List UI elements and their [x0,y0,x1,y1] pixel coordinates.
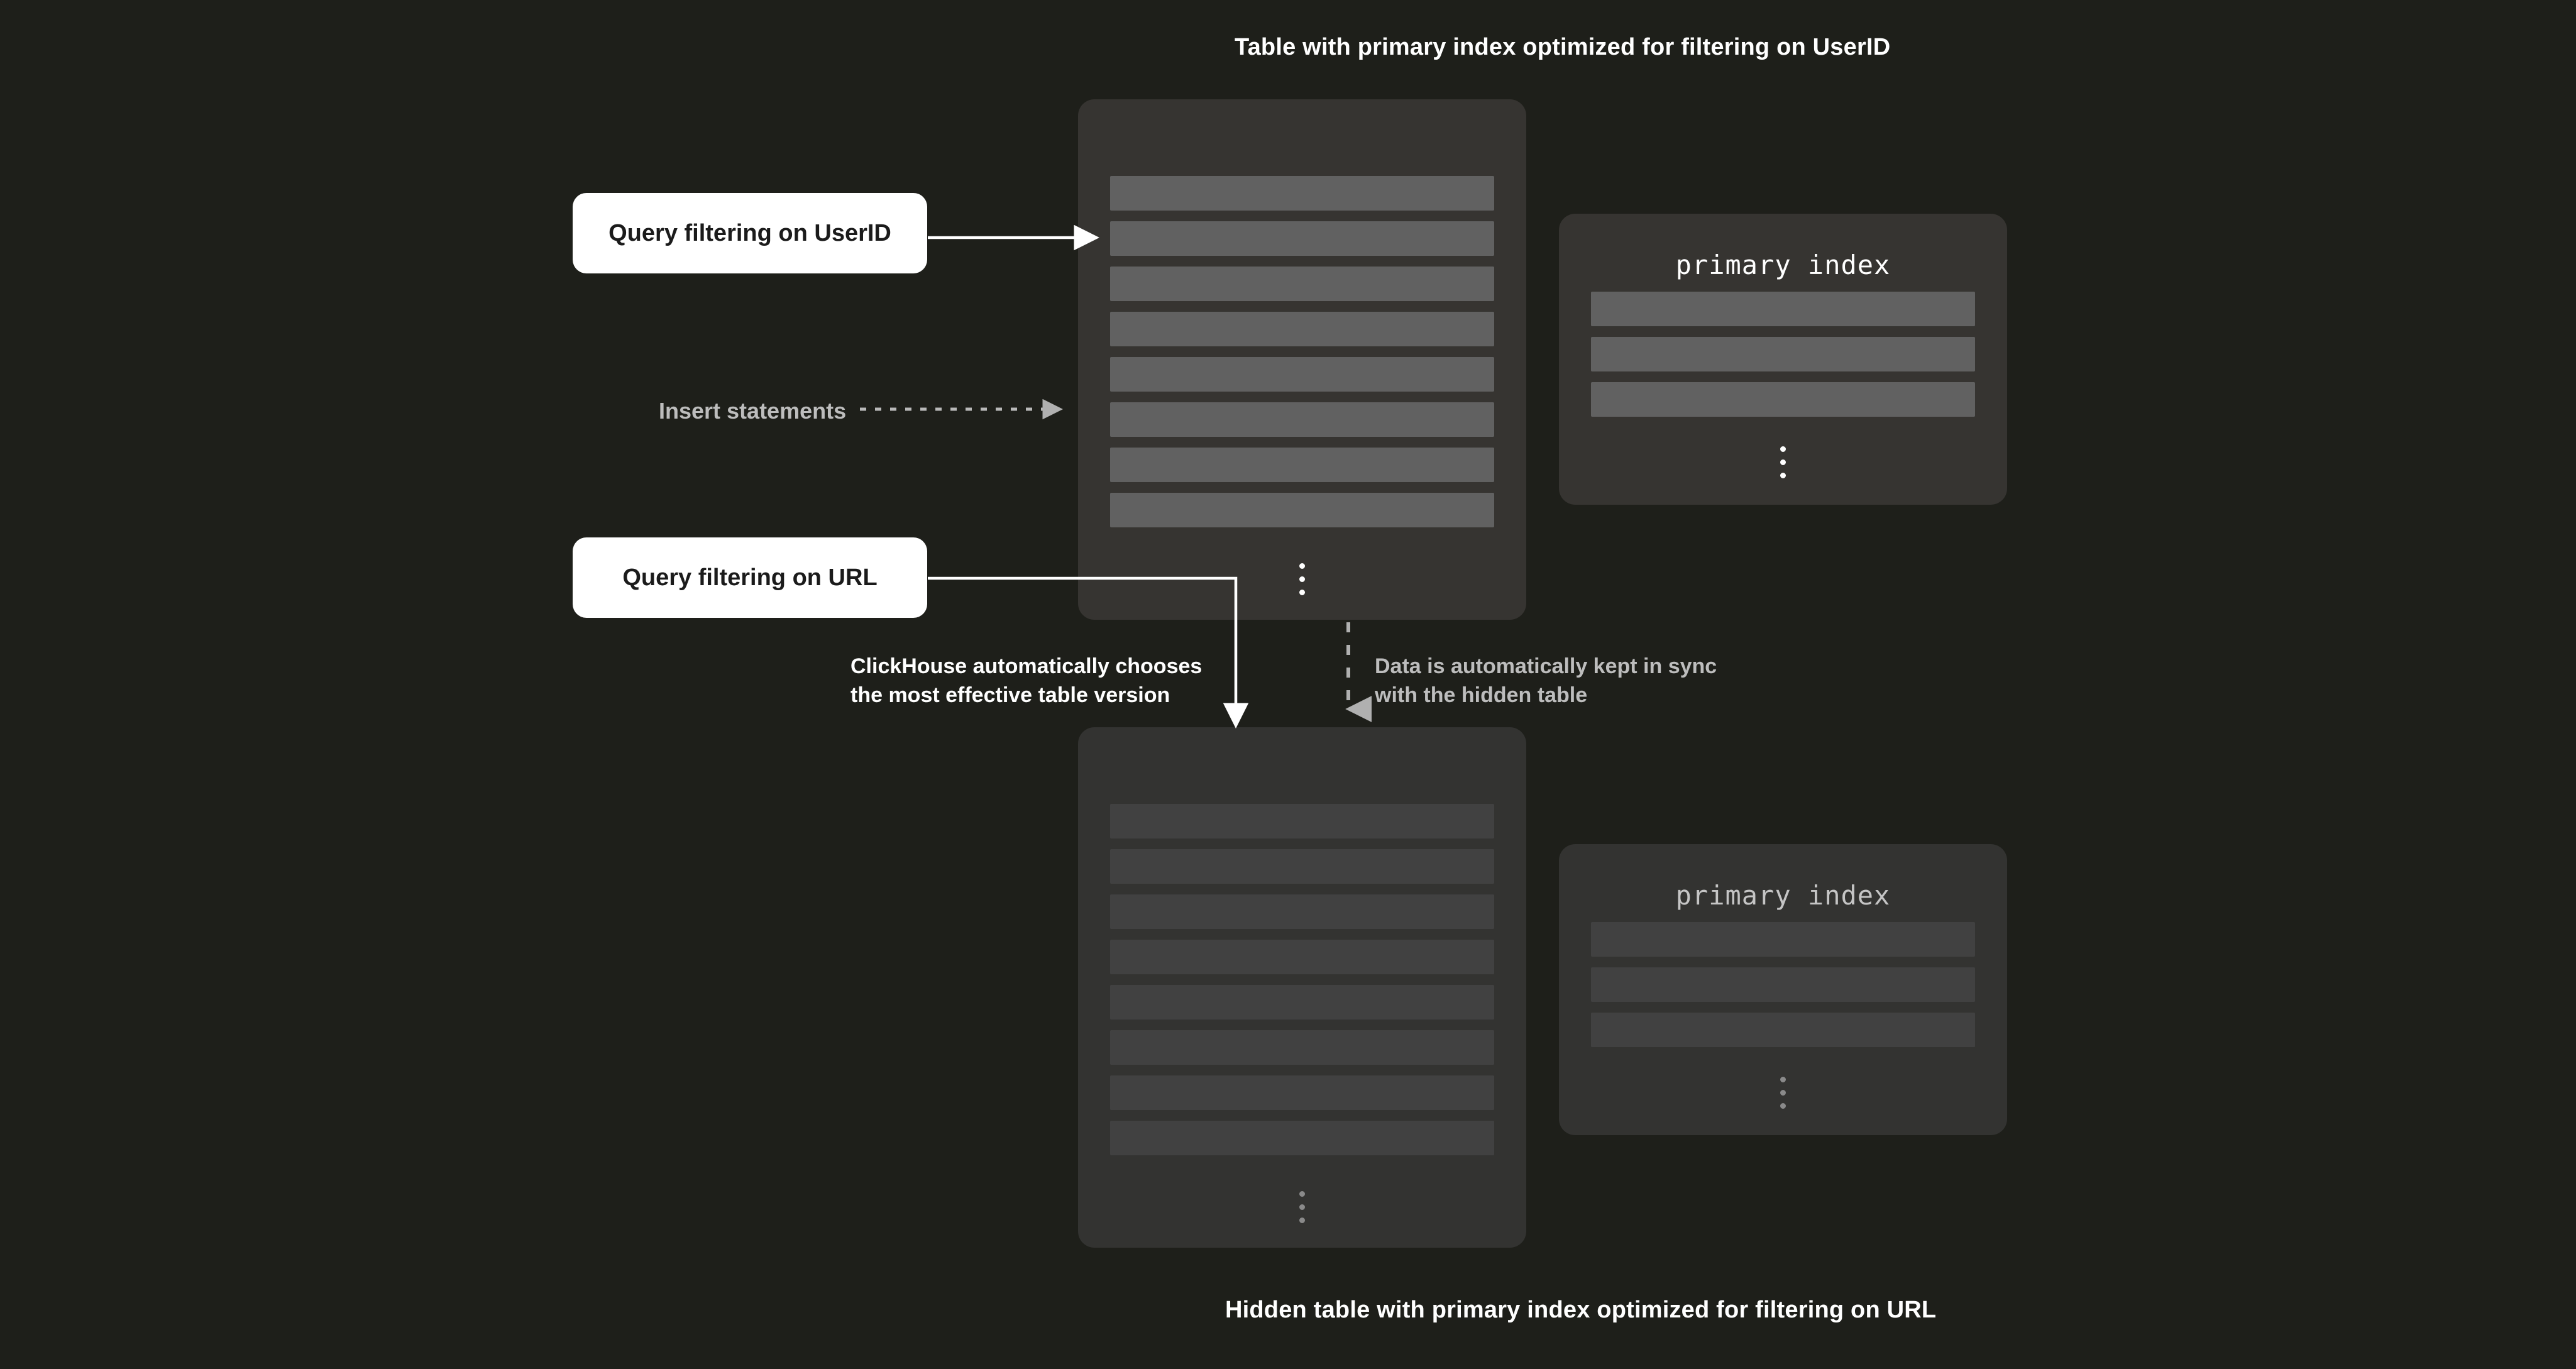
annotation-insert-statements: Insert statements [659,398,847,424]
table-row [1110,894,1494,929]
vertical-ellipsis-icon [1559,1077,2007,1116]
bottom-caption: Hidden table with primary index optimize… [1225,1297,1937,1323]
index-row [1591,967,1975,1002]
callout-query-filtering-userid[interactable]: Query filtering on UserID [573,193,927,273]
table-row [1110,985,1494,1020]
table-row [1110,1030,1494,1065]
table-1-panel: table 1 [1078,99,1526,620]
vertical-ellipsis-icon [1559,446,2007,486]
index-row [1591,1013,1975,1047]
callout-query-filtering-url[interactable]: Query filtering on URL [573,537,927,618]
table-row [1110,804,1494,838]
primary-index-top-title: primary index [1675,250,1891,280]
table-row [1110,176,1494,211]
primary-index-bottom-title: primary index [1675,880,1891,911]
index-row [1591,382,1975,417]
table-row [1110,1121,1494,1155]
index-row [1591,922,1975,957]
table-row [1110,940,1494,974]
vertical-ellipsis-icon [1078,1191,1526,1231]
hidden-table-panel: hidden table [1078,727,1526,1248]
table-row [1110,221,1494,256]
vertical-ellipsis-icon [1078,563,1526,603]
table-row [1110,267,1494,301]
annotation-clickhouse-chooses: ClickHouse automatically chooses the mos… [850,654,1203,708]
index-row [1591,337,1975,371]
table-row [1110,448,1494,482]
table-row [1110,493,1494,527]
top-caption: Table with primary index optimized for f… [1235,34,1891,60]
table-row [1110,312,1494,346]
callout-query-filtering-userid-label: Query filtering on UserID [608,219,891,246]
annotation-data-kept-in-sync: Data is automatically kept in sync with … [1375,654,1717,708]
table-row [1110,402,1494,437]
callout-query-filtering-url-label: Query filtering on URL [622,564,878,591]
table-row [1110,1075,1494,1110]
table-row [1110,357,1494,392]
index-row [1591,292,1975,326]
table-row [1110,849,1494,884]
primary-index-bottom-panel: primary index [1559,844,2007,1135]
primary-index-top-panel: primary index [1559,214,2007,505]
